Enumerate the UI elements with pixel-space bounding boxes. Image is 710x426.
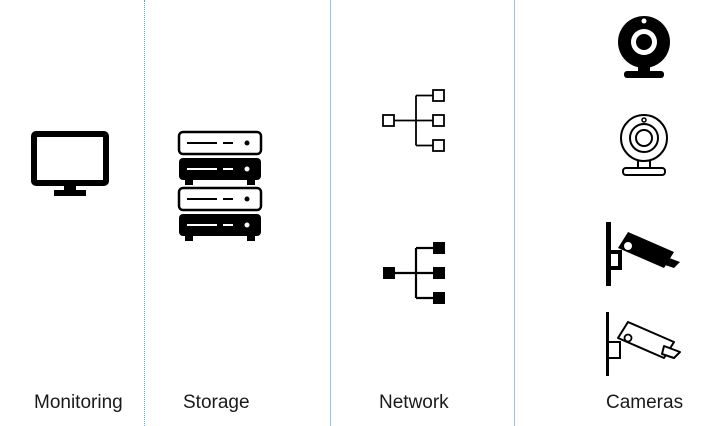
webcam-filled-icon <box>618 16 670 78</box>
column-divider-2 <box>330 0 331 426</box>
network-tree-outline-icon <box>382 89 445 152</box>
server-rack-icon <box>177 130 263 241</box>
monitoring-label: Monitoring <box>34 392 123 413</box>
storage-label: Storage <box>183 392 250 413</box>
monitor-icon <box>31 131 109 196</box>
column-divider-3 <box>514 0 515 426</box>
webcam-outline-icon <box>620 114 668 176</box>
security-camera-outline-icon <box>606 312 681 376</box>
network-label: Network <box>379 392 449 413</box>
network-tree-filled-icon <box>383 242 445 304</box>
column-divider-1 <box>144 0 145 426</box>
security-camera-filled-icon <box>606 222 680 286</box>
cameras-label: Cameras <box>606 392 684 413</box>
